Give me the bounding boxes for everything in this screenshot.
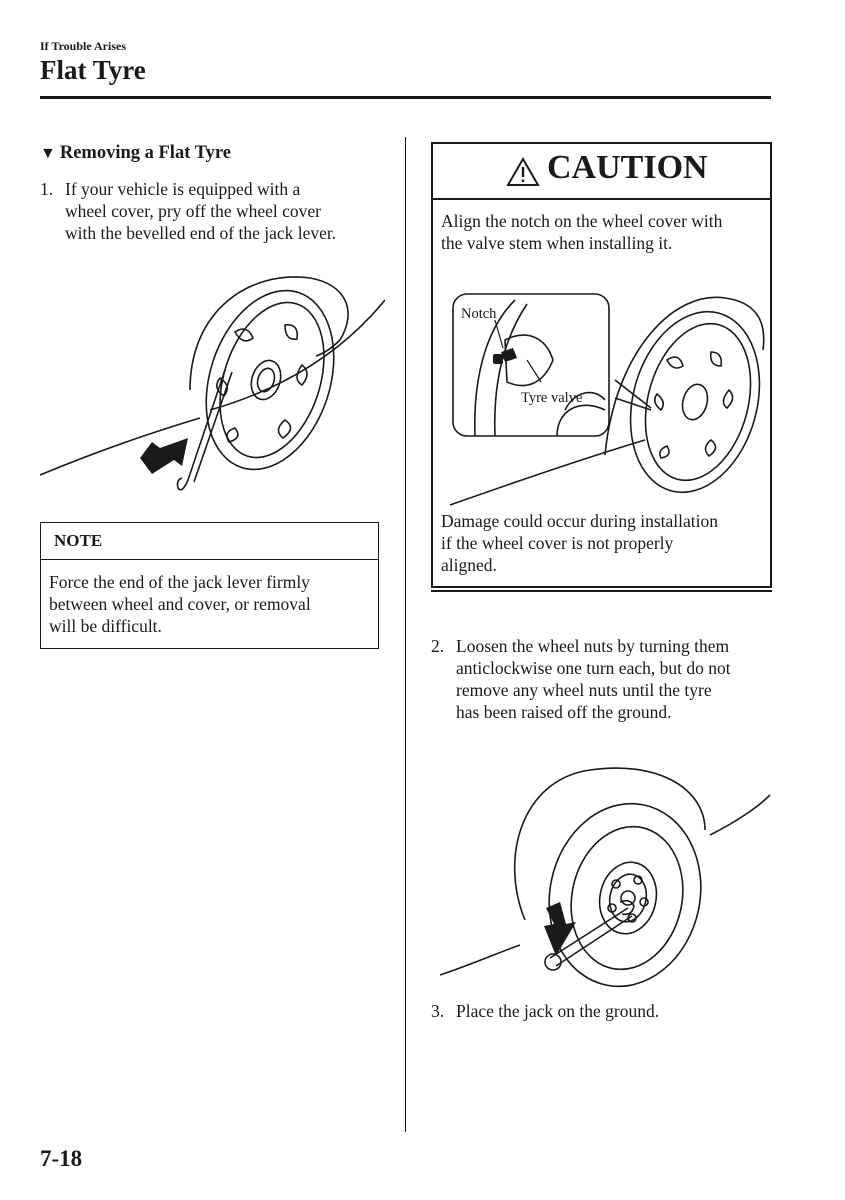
step-2: 2. Loosen the wheel nuts by turning them… <box>431 635 776 727</box>
caution-text-bottom: Damage could occur during installation i… <box>441 510 763 576</box>
caution-text-top: Align the notch on the wheel cover with … <box>441 210 763 254</box>
step-line: anticlockwise one turn each, but do not <box>456 658 731 678</box>
wheel-nut-loosening-illustration <box>440 767 771 988</box>
valve-alignment-illustration <box>449 293 765 506</box>
warning-triangle-icon <box>506 157 540 186</box>
step-line: Place the jack on the ground. <box>456 1001 660 1021</box>
step-line: remove any wheel nuts until the tyre <box>456 680 712 700</box>
column-divider <box>405 137 406 1132</box>
note-box: NOTE Force the end of the jack lever fir… <box>40 522 379 649</box>
section-label: If Trouble Arises <box>40 39 127 53</box>
step-number: 1. <box>40 179 54 199</box>
caution-line: aligned. <box>441 555 497 575</box>
caution-header: CAUTION <box>433 144 770 200</box>
page-title: Flat Tyre <box>40 55 146 85</box>
step-number: 2. <box>431 636 445 656</box>
notch-label: Notch <box>461 306 497 322</box>
step-3: 3. Place the jack on the ground. <box>431 1000 776 1026</box>
step-line: with the bevelled end of the jack lever. <box>65 223 337 243</box>
caution-title: CAUTION <box>547 149 708 186</box>
step-line: wheel cover, pry off the wheel cover <box>65 201 322 221</box>
step-text: Place the jack on the ground. <box>456 1000 659 1022</box>
note-line: between wheel and cover, or removal <box>49 594 311 614</box>
caution-box: CAUTION Align the notch on the wheel cov… <box>431 142 772 588</box>
page-number: 7-18 <box>40 1146 83 1171</box>
note-line: will be difficult. <box>49 616 162 636</box>
step-line: If your vehicle is equipped with a <box>65 179 301 199</box>
caution-line: Align the notch on the wheel cover with <box>441 211 723 231</box>
wheel-cover-removal-illustration <box>40 276 385 491</box>
note-body: Force the end of the jack lever firmly b… <box>49 571 371 637</box>
step-line: has been raised off the ground. <box>456 702 672 722</box>
step-text: If your vehicle is equipped with a wheel… <box>65 178 336 244</box>
caution-line: the valve stem when installing it. <box>441 233 673 253</box>
step-line: Loosen the wheel nuts by turning them <box>456 636 730 656</box>
note-title: NOTE <box>54 531 103 550</box>
triangle-bullet-icon: ▼ <box>40 145 56 162</box>
step-1: 1. If your vehicle is equipped with a wh… <box>40 178 380 248</box>
caution-bottom-rule <box>431 590 772 592</box>
step-text: Loosen the wheel nuts by turning them an… <box>456 635 731 723</box>
note-header: NOTE <box>41 523 378 560</box>
subheading: ▼Removing a Flat Tyre <box>40 143 231 164</box>
caution-line: if the wheel cover is not properly <box>441 533 674 553</box>
subheading-text: Removing a Flat Tyre <box>59 143 231 163</box>
tyre-valve-label: Tyre valve <box>521 390 583 406</box>
header-rule <box>40 96 771 99</box>
note-line: Force the end of the jack lever firmly <box>49 572 310 592</box>
caution-line: Damage could occur during installation <box>441 511 719 531</box>
step-number: 3. <box>431 1001 445 1021</box>
